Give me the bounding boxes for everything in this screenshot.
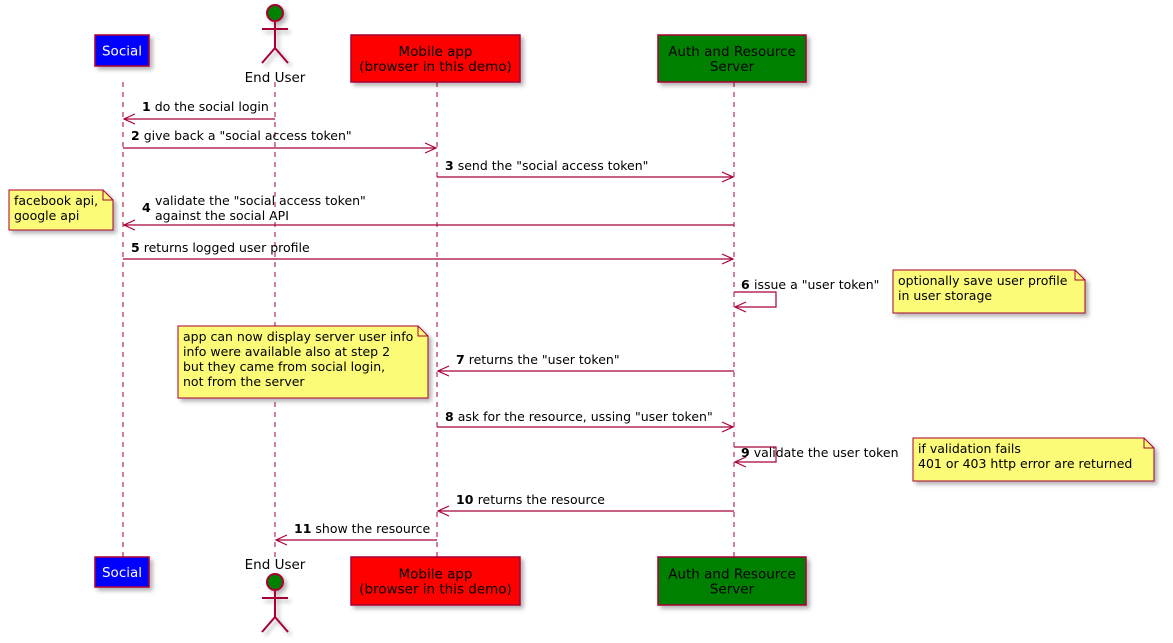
arrow-head	[721, 171, 735, 183]
message-arrow	[734, 291, 777, 308]
message-number: 8	[445, 409, 454, 424]
message-label: show the resource	[315, 521, 430, 536]
message-number: 7	[456, 352, 465, 367]
actor-figure	[261, 4, 289, 64]
message-1: 1 do the social login	[122, 99, 275, 125]
participant-label: End User	[245, 70, 306, 86]
message-number: 9	[741, 445, 750, 460]
participant-box	[350, 34, 521, 83]
message-label: returns logged user profile	[144, 240, 310, 255]
note-text: facebook api,	[14, 193, 98, 208]
arrow-head	[733, 456, 747, 468]
participant-mobile-bottom: Mobile app(browser in this demo)	[350, 556, 521, 606]
arrow-head	[424, 142, 438, 154]
message-number: 3	[445, 158, 454, 173]
message-number: 10	[456, 492, 474, 507]
participant-label: (browser in this demo)	[359, 59, 512, 75]
arrow-head	[274, 534, 288, 546]
message-arrow	[734, 446, 777, 463]
participant-mobile-top: Mobile app(browser in this demo)	[350, 34, 521, 83]
message-label: send the "social access token"	[458, 158, 649, 173]
participant-enduser-top: End User	[245, 4, 306, 86]
note-text: google api	[14, 208, 79, 223]
participant-label: Server	[710, 582, 755, 598]
message-6: 6 issue a "user token"	[733, 277, 879, 313]
arrow-head	[122, 219, 136, 231]
note-fold	[1143, 438, 1154, 449]
participant-box	[94, 556, 150, 588]
participant-label: Mobile app	[399, 44, 473, 60]
participant-label: Social	[102, 44, 142, 60]
message-number: 2	[131, 128, 140, 143]
participant-label: Auth and Resource	[668, 44, 796, 60]
participant-label: Mobile app	[399, 567, 473, 583]
arrow-head	[436, 505, 450, 517]
participant-label: Social	[102, 565, 142, 581]
participant-social-top: Social	[94, 34, 150, 67]
note-text: optionally save user profile	[898, 273, 1068, 288]
message-5: 5 returns logged user profile	[123, 240, 735, 265]
message-4: 4 validate the "social access token"again…	[122, 193, 734, 231]
message-10: 10 returns the resource	[436, 492, 734, 517]
participant-box	[94, 34, 150, 67]
participant-label: Server	[710, 59, 755, 75]
note-apis: facebook api,google api	[8, 189, 114, 231]
participant-label: (browser in this demo)	[359, 582, 512, 598]
note-body	[892, 269, 1086, 314]
message-label: give back a "social access token"	[144, 128, 352, 143]
actor-figure	[261, 573, 289, 633]
message-number: 1	[142, 99, 151, 114]
message-label: validate the "social access token"	[155, 193, 366, 208]
arrow-head	[721, 253, 735, 265]
note-display-info: app can now display server user infoinfo…	[177, 325, 429, 399]
participant-box	[350, 556, 521, 606]
message-2: 2 give back a "social access token"	[123, 128, 438, 154]
participant-social-bottom: Social	[94, 556, 150, 588]
message-label: returns the resource	[478, 492, 606, 507]
arrow-head	[122, 113, 136, 125]
message-number: 5	[131, 240, 140, 255]
note-body	[8, 189, 114, 231]
participant-box	[657, 34, 807, 83]
note-text: if validation fails	[918, 441, 1021, 456]
arrow-head	[436, 365, 450, 377]
arrow-head	[721, 421, 735, 433]
participant-label: End User	[245, 557, 306, 573]
note-text: but they came from social login,	[183, 359, 385, 374]
message-label: validate the user token	[754, 445, 899, 460]
arrow-head	[733, 301, 747, 313]
message-7: 7 returns the "user token"	[436, 352, 734, 377]
note-text: not from the server	[183, 374, 305, 389]
note-text: in user storage	[898, 288, 992, 303]
participant-enduser-bottom: End User	[245, 557, 306, 633]
note-fold	[1074, 270, 1085, 281]
message-label: against the social API	[155, 208, 289, 223]
message-9: 9 validate the user token	[733, 445, 899, 468]
message-8: 8 ask for the resource, ussing "user toke…	[437, 409, 735, 433]
message-11: 11 show the resource	[274, 521, 437, 546]
message-number: 11	[294, 521, 311, 536]
message-label: ask for the resource, ussing "user token…	[458, 409, 713, 424]
message-label: do the social login	[155, 99, 269, 114]
participant-box	[657, 556, 807, 606]
note-fold	[417, 326, 428, 337]
note-body	[912, 437, 1155, 482]
message-number: 6	[741, 277, 750, 292]
message-label: issue a "user token"	[754, 277, 879, 292]
participant-label: Auth and Resource	[668, 567, 796, 583]
message-label: returns the "user token"	[469, 352, 620, 367]
note-text: 401 or 403 http error are returned	[918, 456, 1132, 471]
message-3: 3 send the "social access token"	[437, 158, 735, 183]
note-text: info were available also at step 2	[183, 344, 390, 359]
note-fold	[102, 190, 113, 201]
note-body	[177, 325, 429, 399]
message-number: 4	[142, 200, 151, 215]
note-text: app can now display server user info	[183, 329, 413, 344]
